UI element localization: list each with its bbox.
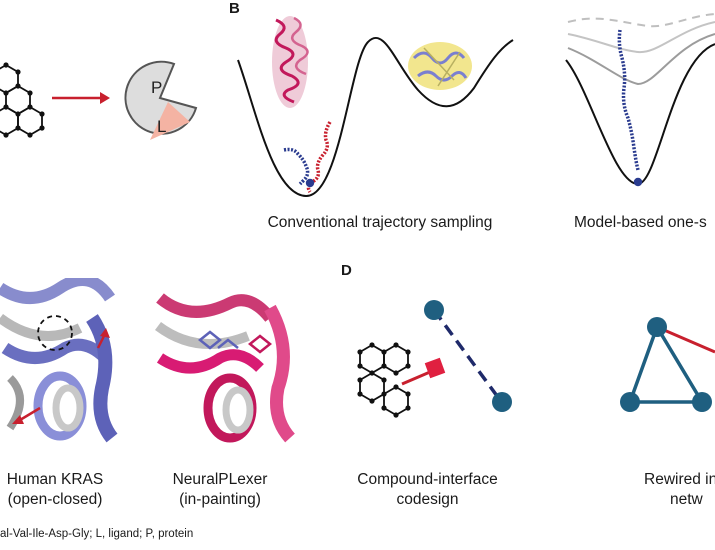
caption-compound-line2: codesign — [396, 491, 459, 508]
panel-d-graphic — [357, 300, 715, 418]
protein-structure-pink-icon — [272, 16, 309, 108]
model-landscape-stack — [565, 13, 715, 186]
dashed-edge — [432, 308, 502, 402]
pocket-pie-icon — [124, 60, 198, 140]
caption-kras-line1: Human KRAS — [6, 471, 104, 488]
panel-c-structures — [0, 278, 296, 448]
trajectory-blue-onestep — [617, 29, 640, 171]
energy-landscape-curve — [237, 37, 514, 198]
node-bottom — [492, 392, 512, 412]
linker-line — [401, 370, 431, 386]
caption-conventional: Conventional trajectory sampling — [267, 214, 493, 231]
caption-compound: Compound-interface codesign — [340, 470, 515, 510]
panel-a-graphic: P L — [0, 60, 198, 140]
caption-kras: Human KRAS (open-closed) — [0, 470, 120, 510]
trajectory-endpoint — [305, 178, 315, 188]
pocket-ligand-label: L — [157, 117, 166, 136]
trajectory-blue — [283, 147, 310, 186]
binder-square-icon — [424, 357, 446, 379]
caption-kras-line2: (open-closed) — [7, 491, 103, 508]
red-arrow-icon — [52, 92, 110, 104]
pocket-protein-label: P — [151, 78, 162, 97]
caption-compound-line1: Compound-interface — [357, 471, 498, 488]
node-top — [424, 300, 444, 320]
neuralplexer-structure-icon — [155, 293, 296, 443]
kras-structure-icon — [0, 278, 120, 448]
footnote: al-Val-Ile-Asp-Gly; L, ligand; P, protei… — [0, 528, 194, 540]
caption-neuralplexer-line1: NeuralPLexer — [172, 471, 268, 488]
caption-rewired-line2: netw — [670, 491, 703, 508]
panel-b-landscapes — [237, 13, 715, 198]
caption-rewired-line1: Rewired in — [644, 471, 715, 488]
panel-d-letter: D — [341, 262, 352, 279]
molecule-hexagons-icon — [0, 63, 43, 137]
caption-model-based: Model-based one-s — [574, 214, 707, 231]
onestep-endpoint — [633, 177, 643, 187]
panel-b-letter: B — [229, 0, 240, 17]
rewired-network-icon — [620, 317, 715, 412]
caption-neuralplexer-line2: (in-painting) — [179, 491, 261, 508]
caption-neuralplexer: NeuralPLexer (in-painting) — [150, 470, 290, 510]
protein-structure-yellow-icon — [408, 42, 472, 90]
caption-rewired: Rewired in netw — [640, 470, 715, 510]
